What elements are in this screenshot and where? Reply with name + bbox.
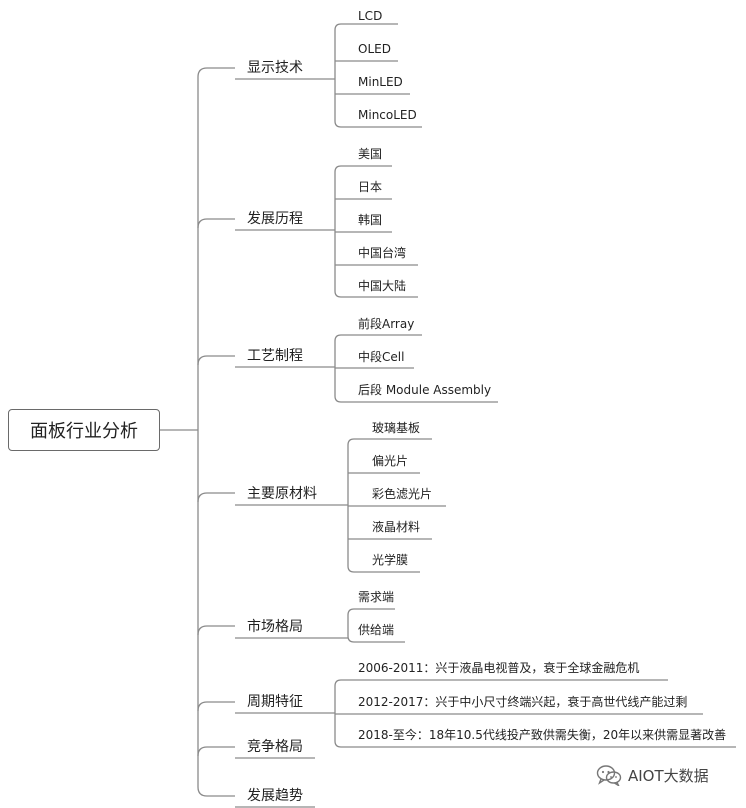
leaf-node[interactable]: MincoLED <box>358 108 417 122</box>
leaf-node[interactable]: 2018-至今：18年10.5代线投产致供需失衡，20年以来供需显著改善 <box>358 728 727 742</box>
branch-trends[interactable]: 发展趋势 <box>247 788 303 804</box>
watermark: AIOT大数据 <box>596 764 709 786</box>
leaf-node[interactable]: 2006-2011：兴于液晶电视普及，衰于全球金融危机 <box>358 661 640 675</box>
leaf-node[interactable]: 彩色滤光片 <box>372 487 433 501</box>
leaf-node[interactable]: 光学膜 <box>372 553 409 567</box>
wechat-icon <box>596 765 622 786</box>
branch-cycle-features[interactable]: 周期特征 <box>247 694 303 710</box>
leaf-node[interactable]: 韩国 <box>358 213 383 227</box>
root-label: 面板行业分析 <box>30 421 138 442</box>
leaf-node[interactable]: MinLED <box>358 75 403 89</box>
branch-display-technology[interactable]: 显示技术 <box>247 60 303 76</box>
leaf-node[interactable]: 偏光片 <box>372 454 409 468</box>
leaf-node[interactable]: 美国 <box>358 147 383 161</box>
leaf-node[interactable]: 2012-2017：兴于中小尺寸终端兴起，衰于高世代线产能过剩 <box>358 695 688 709</box>
branch-market-structure[interactable]: 市场格局 <box>247 619 303 635</box>
watermark-text: AIOT大数据 <box>628 766 709 785</box>
leaf-node[interactable]: 液晶材料 <box>372 520 421 534</box>
branch-raw-materials[interactable]: 主要原材料 <box>247 486 317 502</box>
leaf-node[interactable]: 需求端 <box>358 590 395 604</box>
leaf-node[interactable]: 前段Array <box>358 317 415 331</box>
branch-development-history[interactable]: 发展历程 <box>247 211 303 227</box>
leaf-node[interactable]: LCD <box>358 9 383 23</box>
leaf-node[interactable]: 中国台湾 <box>358 246 407 260</box>
leaf-node[interactable]: 供给端 <box>358 623 395 637</box>
root-node[interactable]: 面板行业分析 <box>8 409 160 451</box>
leaf-node[interactable]: OLED <box>358 42 391 56</box>
branch-process[interactable]: 工艺制程 <box>247 348 303 364</box>
leaf-node[interactable]: 后段 Module Assembly <box>358 383 492 397</box>
leaf-node[interactable]: 日本 <box>358 180 383 194</box>
leaf-node[interactable]: 中段Cell <box>358 350 405 364</box>
branch-competition[interactable]: 竞争格局 <box>247 739 303 755</box>
leaf-node[interactable]: 中国大陆 <box>358 279 407 293</box>
leaf-node[interactable]: 玻璃基板 <box>372 421 421 435</box>
